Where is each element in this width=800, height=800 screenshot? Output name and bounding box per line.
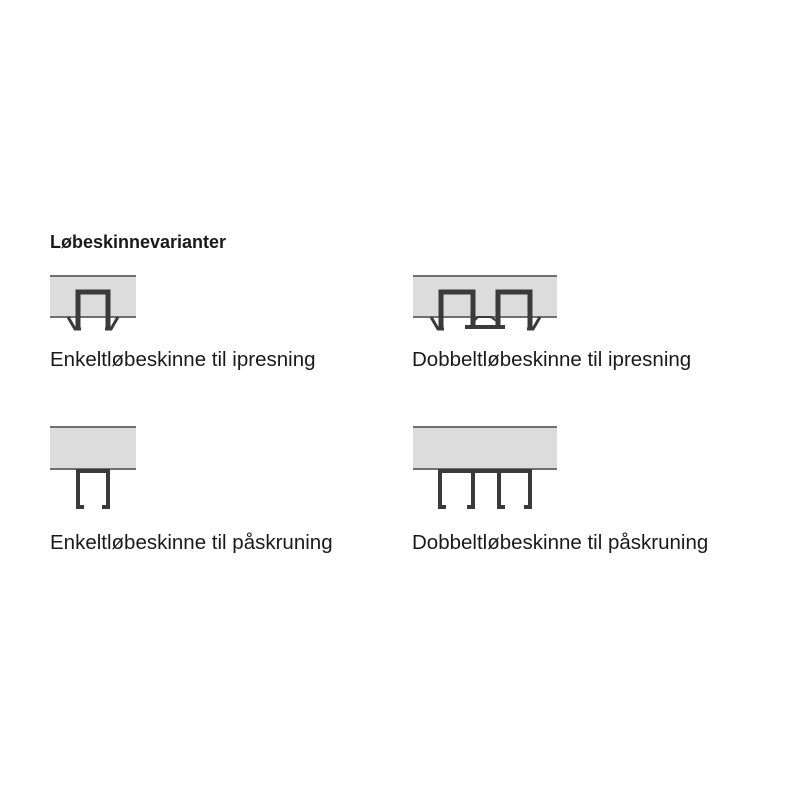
variant-label-double-press-in: Dobbeltløbeskinne til ipresning (412, 348, 692, 371)
section-title: Løbeskinnevarianter (50, 232, 227, 252)
variant-label-single-press-in: Enkeltløbeskinne til ipresning (50, 348, 316, 371)
variant-label-double-screw-on: Dobbeltløbeskinne til påskruning (412, 531, 709, 554)
double-screw-on-rail-diagram (413, 426, 557, 509)
single-press-in-rail-diagram (50, 275, 136, 331)
variant-label-single-screw-on: Enkeltløbeskinne til påskruning (50, 531, 333, 554)
double-press-in-rail-diagram (413, 275, 557, 331)
single-screw-on-rail-diagram (50, 426, 136, 509)
